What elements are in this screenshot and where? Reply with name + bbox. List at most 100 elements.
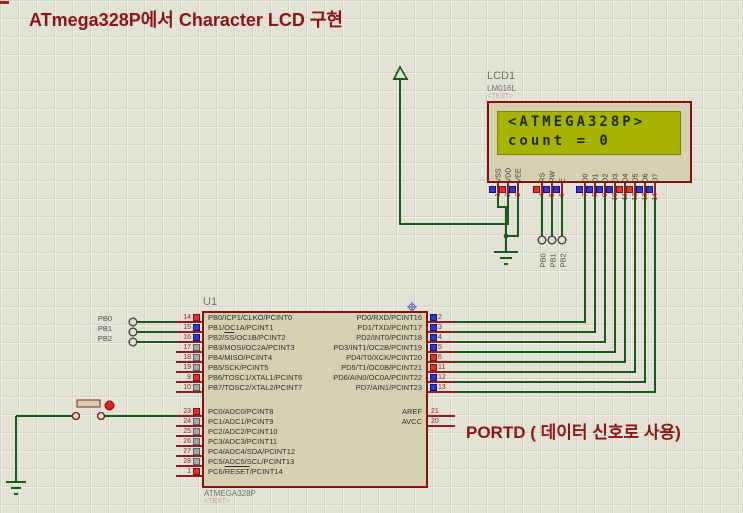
terminal-label: PB2	[558, 253, 568, 268]
button-terminal-left	[71, 411, 81, 421]
portd-annotation[interactable]: PORTD ( 데이터 신호로 사용)	[466, 423, 681, 442]
mcu-pin-label: PC2/ADC2/PCINT10	[208, 427, 278, 436]
mcu-pin-label: PD2/INT0/PCINT18	[356, 333, 422, 342]
pin-state-square	[489, 186, 496, 193]
mcu-pin-stub	[428, 415, 455, 417]
pin-state-square	[193, 418, 200, 425]
lcd-pin-label: D7	[652, 173, 660, 183]
wire-d0[interactable]	[455, 195, 586, 323]
lcd-pin-stub	[624, 183, 626, 196]
pin-state-square	[430, 374, 437, 381]
wire-vdd[interactable]	[399, 80, 509, 225]
mcu-pin-label: PD6/AIN0/OC0A/PCINT22	[333, 373, 422, 382]
mcu-pin-stub	[176, 371, 202, 373]
mcu-pin-label: PB5/SCK/PCINT5	[208, 363, 269, 372]
mcu-pin-number: 1	[187, 468, 191, 475]
mcu-pin-number: 14	[183, 314, 191, 321]
pin-state-square	[193, 428, 200, 435]
schematic-title[interactable]: ATmega328P에서 Character LCD 구현	[29, 10, 343, 30]
mcu-part-label: ATMEGA328P	[204, 489, 256, 498]
mcu-pin-stub	[176, 381, 202, 383]
terminal-pb0-lcd[interactable]	[537, 235, 547, 245]
mcu-pin-number: 13	[438, 384, 446, 391]
mcu-pin-label: PB6/TOSC1/XTAL1/PCINT6	[208, 373, 303, 382]
wire-d5[interactable]	[455, 195, 636, 373]
mcu-pin-label: PB1/OC1A/PCINT1	[208, 323, 274, 332]
lcd-pin-number: 1	[495, 193, 502, 197]
pin-state-square	[499, 186, 506, 193]
pin-state-square	[543, 186, 550, 193]
mcu-pin-stub	[176, 455, 202, 457]
mcu-pin-stub	[176, 391, 202, 393]
mcu-pin-label: PC0/ADC0/PCINT8	[208, 407, 274, 416]
lcd-text-placeholder: <TEXT>	[487, 93, 514, 100]
mcu-pin-label: PD1/TXD/PCINT17	[357, 323, 422, 332]
button-actuator-icon[interactable]	[104, 400, 115, 411]
lcd-pin-stub	[584, 183, 586, 196]
mcu-pin-stub	[428, 391, 455, 393]
terminal-pb2-lcd[interactable]	[557, 235, 567, 245]
button-cap[interactable]	[76, 399, 101, 408]
mcu-pin-number: 6	[438, 354, 442, 361]
mcu-pin-number: 19	[183, 364, 191, 371]
mcu-pin-label: PD4/T0/XCK/PCINT20	[346, 353, 422, 362]
lcd-pin-number: 3	[515, 193, 522, 197]
mcu-pin-stub	[176, 321, 202, 323]
mcu-pin-stub	[428, 371, 455, 373]
lcd-pin-stub	[644, 183, 646, 196]
mcu-component-body[interactable]	[202, 311, 428, 488]
lcd-pin-number: 10	[612, 193, 619, 201]
mcu-pin-number: 27	[183, 448, 191, 455]
lcd-pin-number: 2	[505, 193, 512, 197]
mcu-pin-stub	[428, 321, 455, 323]
lcd-part-label: LM016L	[487, 84, 516, 93]
pin-state-square	[430, 354, 437, 361]
wire-vss[interactable]	[497, 195, 507, 236]
push-button[interactable]	[71, 399, 115, 421]
mcu-pin-stub	[428, 381, 455, 383]
lcd-pin-label: RW	[549, 170, 557, 183]
lcd-pin-number: 7	[582, 193, 589, 197]
terminal-pb2-mcu[interactable]	[128, 337, 138, 347]
lcd-pin-stub	[551, 183, 553, 196]
wire-d7[interactable]	[455, 195, 656, 393]
pin-state-square	[193, 458, 200, 465]
power-terminal-icon[interactable]	[392, 65, 409, 80]
pin-state-square	[193, 468, 200, 475]
mcu-pin-label: PC6/RESET/PCINT14	[208, 467, 283, 476]
mcu-pin-stub	[428, 425, 455, 427]
wire-vee[interactable]	[506, 195, 519, 237]
terminal-pb0-mcu[interactable]	[128, 317, 138, 327]
mcu-pin-stub	[176, 361, 202, 363]
lcd-pin-stub	[594, 183, 596, 196]
wire-d6[interactable]	[455, 195, 646, 383]
mcu-pin-number: 15	[183, 324, 191, 331]
mcu-pin-number: 2	[438, 314, 442, 321]
mcu-pin-stub	[176, 425, 202, 427]
pin-state-square	[606, 186, 613, 193]
mcu-pin-number: 23	[183, 408, 191, 415]
ground-icon[interactable]	[494, 251, 518, 265]
terminal-pb1-mcu[interactable]	[128, 327, 138, 337]
wire-d3[interactable]	[455, 195, 616, 353]
terminal-label: PB1	[97, 324, 112, 333]
mcu-ref-label: U1	[203, 296, 218, 308]
mcu-pin-label: PC5/ADC5/SCL/PCINT13	[208, 457, 295, 466]
pin-state-square	[193, 334, 200, 341]
pin-state-square	[193, 344, 200, 351]
button-terminal-right	[96, 411, 106, 421]
terminal-pb1-lcd[interactable]	[547, 235, 557, 245]
ground-icon[interactable]	[6, 481, 26, 495]
lcd-pin-label: D3	[612, 173, 620, 183]
origin-marker-icon	[407, 302, 417, 312]
wire-d4[interactable]	[455, 195, 626, 363]
lcd-pin-number: 11	[622, 193, 629, 201]
lcd-pin-number: 6	[559, 193, 566, 197]
wire-d2[interactable]	[455, 195, 606, 343]
wire-d1[interactable]	[455, 195, 596, 333]
lcd-pin-number: 4	[539, 193, 546, 197]
lcd-pin-number: 5	[549, 193, 556, 197]
pin-state-square	[430, 384, 437, 391]
mcu-pin-label: PB2/SS/OC1B/PCINT2	[208, 333, 286, 342]
